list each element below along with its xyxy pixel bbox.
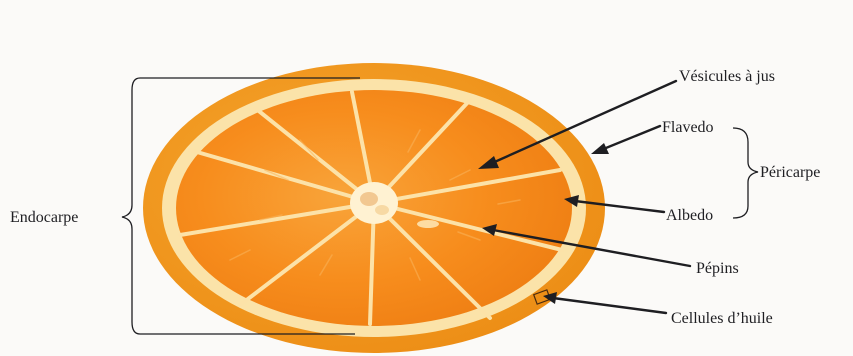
label-flavedo: Flavedo [662, 119, 714, 136]
orange-slice-illustration [143, 63, 605, 353]
label-endocarpe: Endocarpe [10, 209, 78, 226]
label-pericarpe: Péricarpe [760, 164, 820, 181]
label-vesicules-a-jus: Vésicules à jus [679, 68, 775, 85]
pericarpe-bracket [733, 128, 758, 218]
seed [417, 220, 439, 228]
label-cellules-d-huile: Cellules d’huile [671, 310, 773, 327]
label-albedo: Albedo [666, 207, 713, 224]
central-core [350, 182, 398, 224]
label-pepins: Pépins [696, 260, 739, 277]
